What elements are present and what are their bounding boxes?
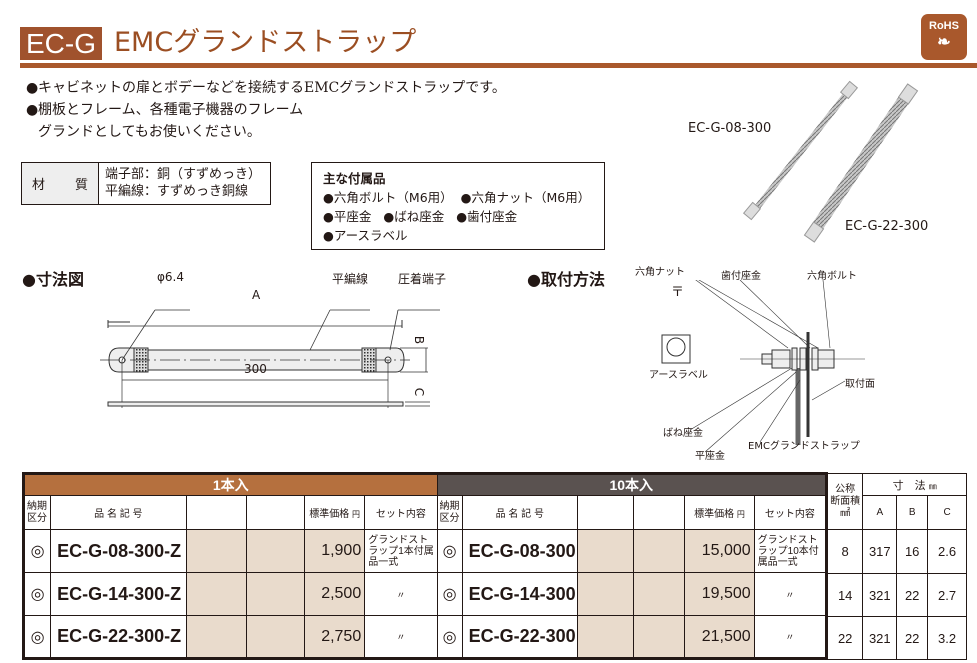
feature-list: ●キャビネットの扉とボデーなどを接続するEMCグランドストラップです。 ●棚板と… — [26, 77, 506, 143]
feature-item: ●棚板とフレーム、各種電子機器のフレーム — [26, 102, 304, 118]
material-table: 材質 端子部：銅（すずめっき） 平編線：すずめっき銅線 — [21, 162, 271, 205]
mounting-drawing — [661, 280, 865, 453]
accessories-title: 主な付属品 — [323, 171, 386, 186]
col-name: 品 名 記 号 — [50, 495, 187, 530]
group-header-10pc: 10本入 — [436, 473, 827, 496]
accessories-box: 主な付属品 ●六角ボルト（M6用） ●六角ナット（M6用） ●平座金 ●ばね座金… — [311, 162, 605, 250]
dimension-title: ●寸法図 — [22, 270, 84, 289]
label-spring-washer: ばね座金 — [663, 428, 703, 439]
mounting-title: ●取付方法 — [527, 270, 605, 289]
label-hex-nut: 六角ナット — [635, 267, 685, 278]
col-set: セット内容 — [753, 495, 828, 530]
label-mount-surface: 取付面 — [845, 379, 875, 390]
price-table: 1本入 10本入 納期区分 品 名 記 号 標準価格 円 セット内容 納期区分 … — [22, 472, 828, 660]
col-price: 標準価格 円 — [304, 495, 366, 530]
col-set: セット内容 — [364, 495, 438, 530]
table-row: ◎ EC-G-08-300-Z 1,900 グランドストラップ1本付属品一式 ◎… — [22, 529, 828, 573]
leaf-icon: ❧ — [937, 34, 951, 51]
material-label: 材質 — [22, 163, 99, 204]
hole-diameter-label: φ6.4 — [157, 270, 184, 284]
label-earth-label: アースラベル — [649, 370, 708, 381]
table-row: ◎ EC-G-14-300-Z 2,500 〃 ◎ EC-G-14-300 19… — [22, 572, 828, 616]
title-rule — [20, 63, 977, 68]
dim-a-label: A — [252, 288, 261, 302]
rohs-badge: RoHS❧ — [921, 14, 967, 60]
terminal-label: 圧着端子 — [398, 272, 447, 286]
feature-item: グランドとしてもお使いください。 — [38, 124, 261, 140]
col-price: 標準価格 円 — [684, 495, 755, 530]
label-flat-washer: 平座金 — [695, 451, 725, 462]
dim-b-label: B — [412, 335, 427, 345]
dim-c-label: C — [412, 387, 427, 397]
feature-item: ●キャビネットの扉とボデーなどを接続するEMCグランドストラップです。 — [26, 80, 506, 96]
earth-symbol-icon: 〒 — [671, 285, 685, 300]
label-strap: EMCグランドストラップ — [748, 441, 860, 452]
label-hex-bolt: 六角ボルト — [807, 271, 857, 282]
group-header-1pc: 1本入 — [23, 473, 438, 496]
col-name: 品 名 記 号 — [461, 495, 579, 530]
braid-label: 平編線 — [332, 272, 369, 286]
product-photo — [742, 80, 919, 243]
col-dimensions: 寸 法 ㎜ — [862, 473, 967, 496]
dimension-drawing — [100, 309, 440, 408]
page-title: EMCグランドストラップ — [114, 27, 417, 58]
material-braid: 平編線：すずめっき銅線 — [105, 184, 249, 199]
col-delivery: 納期区分 — [22, 495, 52, 530]
series-badge: EC-G — [20, 27, 102, 60]
label-toothed-washer: 歯付座金 — [721, 271, 761, 282]
photo-label-08: EC-G-08-300 — [688, 121, 772, 136]
table-row: ◎ EC-G-22-300-Z 2,750 〃 ◎ EC-G-22-300 21… — [22, 615, 828, 659]
dim-length-label: 300 — [244, 362, 267, 376]
photo-label-22: EC-G-22-300 — [845, 219, 929, 234]
col-delivery: 納期区分 — [436, 495, 463, 530]
material-terminal: 端子部：銅（すずめっき） — [105, 167, 262, 182]
